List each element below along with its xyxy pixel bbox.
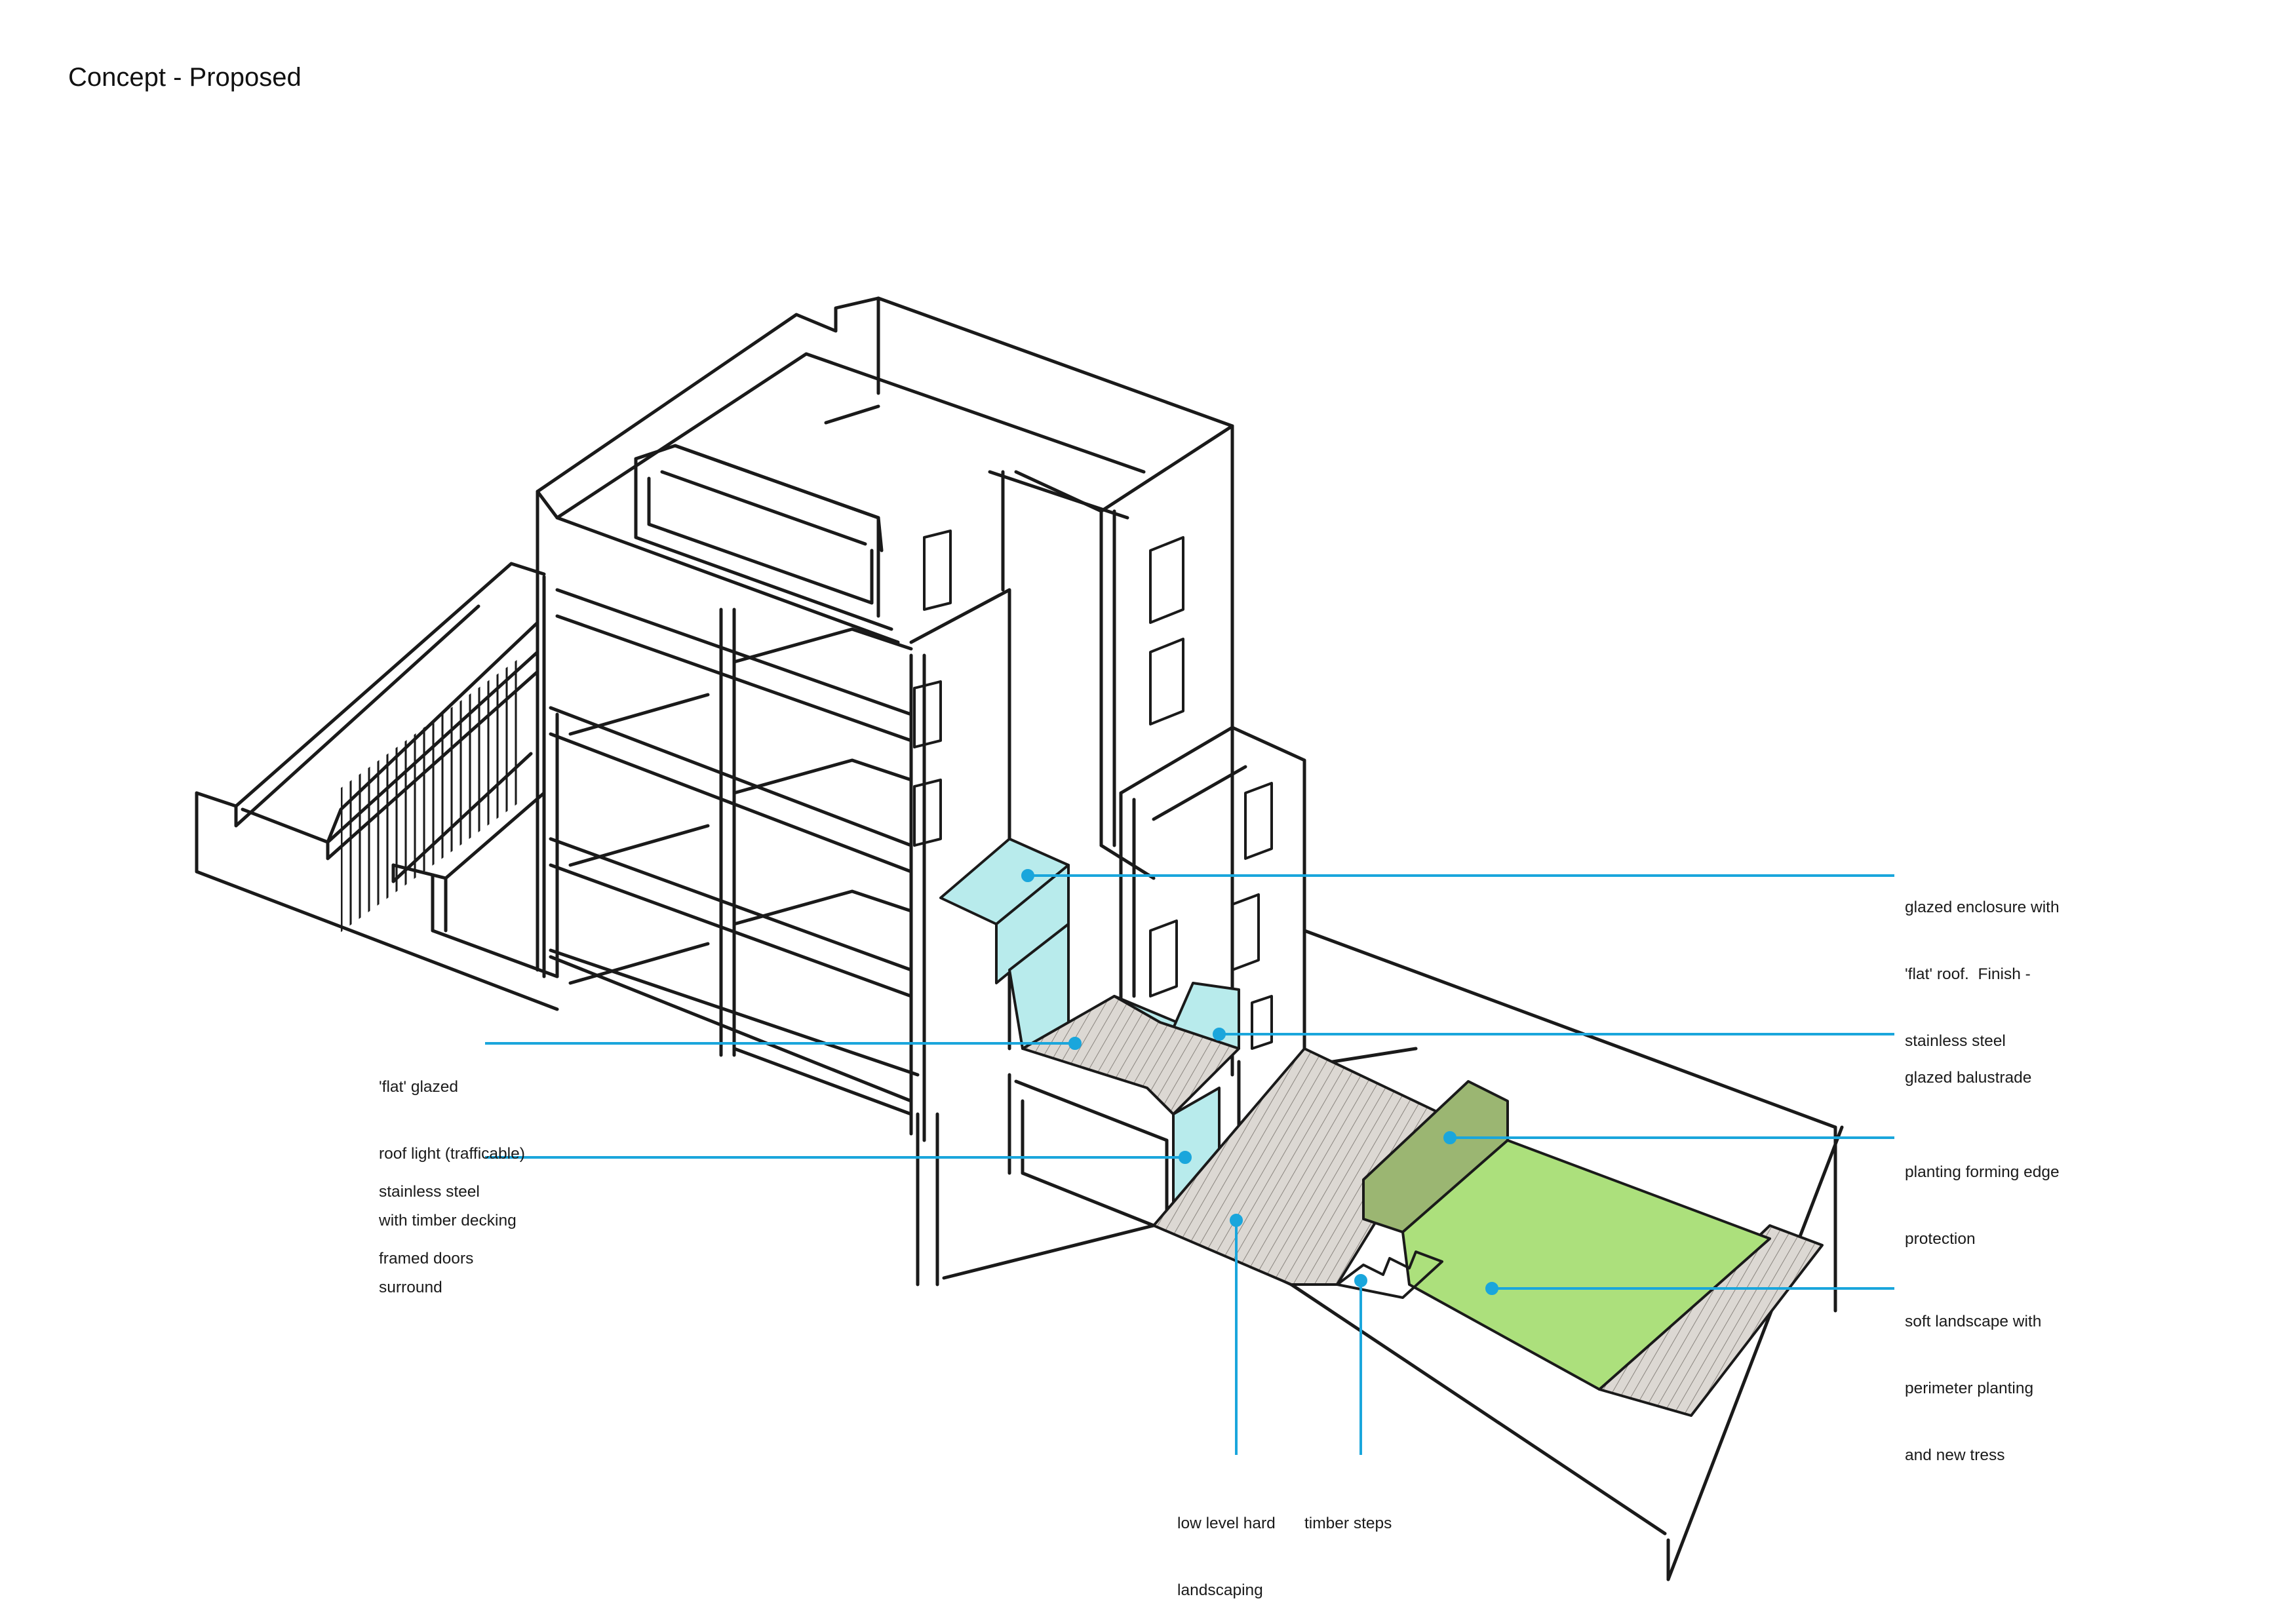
- annotation-glazed-balustrade: glazed balustrade: [1905, 1022, 2031, 1112]
- annotation-hard-landscaping: low level hard landscaping: [1177, 1468, 1276, 1624]
- annotation-line: 'flat' glazed: [379, 1078, 459, 1096]
- neighbouring-terrace: [195, 562, 559, 1011]
- annotation-line: framed doors: [379, 1250, 474, 1267]
- annotation-line: glazed balustrade: [1905, 1069, 2032, 1087]
- annotation-line: timber steps: [1304, 1515, 1392, 1532]
- planting: [1362, 1080, 1771, 1391]
- timber-steps: [1336, 1250, 1443, 1299]
- annotation-line: stainless steel: [1905, 1032, 2006, 1050]
- annotation-timber-steps: timber steps: [1304, 1468, 1392, 1557]
- page-title: Concept - Proposed: [68, 63, 302, 92]
- leader-lines: [485, 869, 1894, 1455]
- annotation-framed-doors: stainless steel framed doors: [379, 1136, 480, 1292]
- annotation-line: glazed enclosure with: [1905, 899, 2060, 916]
- rear-wings: [909, 424, 1306, 1142]
- annotation-glazed-enclosure: glazed enclosure with 'flat' roof. Finis…: [1905, 852, 2060, 1075]
- annotation-line: 'flat' roof. Finish -: [1905, 965, 2031, 983]
- annotation-line: low level hard: [1177, 1515, 1276, 1532]
- annotation-line: roof light (trafficable): [379, 1145, 525, 1163]
- annotation-planting-edge: planting forming edge protection: [1905, 1117, 2060, 1273]
- annotation-line: planting forming edge: [1905, 1163, 2060, 1181]
- annotation-line: stainless steel: [379, 1183, 480, 1201]
- annotation-line: perimeter planting: [1905, 1380, 2034, 1397]
- annotation-line: with timber decking: [379, 1212, 517, 1229]
- annotation-soft-landscape: soft landscape with perimeter planting a…: [1905, 1266, 2041, 1489]
- annotation-line: soft landscape with: [1905, 1313, 2042, 1330]
- main-building-tower: [536, 296, 1234, 972]
- annotation-line: surround: [379, 1279, 442, 1296]
- timber-decking: [1021, 995, 1824, 1417]
- annotation-line: and new tress: [1905, 1446, 2005, 1464]
- section-floor-plates: [542, 575, 920, 1116]
- annotation-line: landscaping: [1177, 1581, 1263, 1599]
- windows: [913, 530, 1273, 1050]
- annotation-line: protection: [1905, 1230, 1976, 1248]
- annotation-roof-light: 'flat' glazed roof light (trafficable) w…: [379, 1032, 525, 1321]
